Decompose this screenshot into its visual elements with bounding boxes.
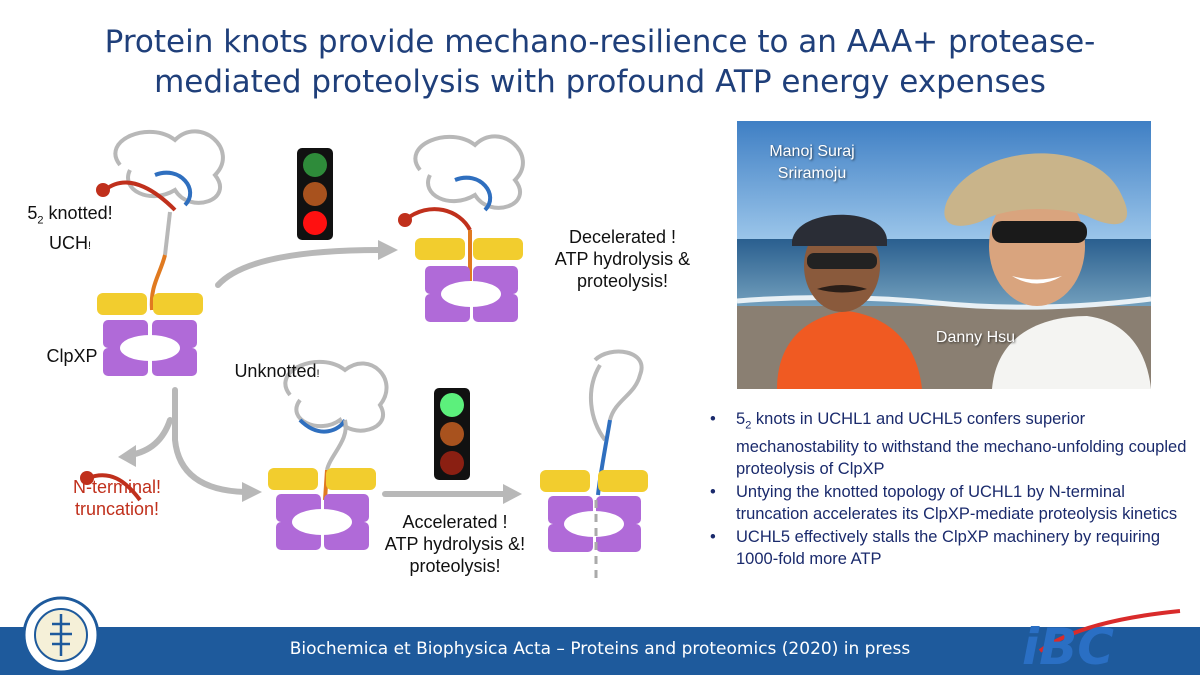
- complex-accelerated: [540, 349, 648, 580]
- clpxp-label: ClpXP: [46, 346, 98, 366]
- traffic-light-red: [297, 148, 333, 240]
- ibc-logo: iBC: [1020, 606, 1190, 675]
- bullet-item-2: Untying the knotted topology of UCHL1 by…: [708, 481, 1188, 525]
- footer-bar: Biochemica et Biophysica Acta – Proteins…: [0, 627, 1200, 675]
- truncation-label: N-terminal!truncation!: [72, 477, 161, 519]
- bullet-item-1: 52 knots in UCHL1 and UCHL5 confers supe…: [708, 408, 1188, 480]
- traffic-light-green: [434, 388, 470, 480]
- mechanism-diagram: 52 knotted! UCH! ClpXP Unknotted! N-term…: [0, 110, 720, 610]
- arrowhead-4: [503, 484, 522, 504]
- truncated-fragment: [80, 471, 142, 502]
- arrowhead-1: [378, 240, 398, 260]
- arrow-to-unknotted: [172, 387, 248, 495]
- complex-unknotted: [268, 359, 389, 550]
- arrows: [127, 247, 508, 497]
- complex-knotted: [96, 129, 225, 376]
- svg-text:iBC: iBC: [1022, 618, 1114, 672]
- unknotted-label: Unknotted!: [234, 361, 320, 381]
- arrowhead-3: [118, 445, 136, 467]
- arrowhead-2: [242, 482, 262, 502]
- findings-list: 52 knots in UCHL1 and UCHL5 confers supe…: [708, 408, 1188, 571]
- bullet-item-3: UCHL5 effectively stalls the ClpXP machi…: [708, 526, 1188, 570]
- title-line-1: Protein knots provide mechano-resilience…: [104, 24, 1096, 60]
- citation-text: Biochemica et Biophysica Acta – Proteins…: [289, 639, 911, 659]
- complex-decelerated: [398, 134, 525, 322]
- knotted-label: 52 knotted! UCH!: [27, 203, 113, 253]
- slide-title: Protein knots provide mechano-resilience…: [100, 22, 1100, 102]
- person2-name: Danny Hsu: [935, 329, 1016, 346]
- title-line-2: mediated proteolysis with profound ATP e…: [154, 64, 1046, 100]
- accelerated-label: Accelerated ! ATP hydrolysis &! proteoly…: [384, 512, 526, 576]
- decelerated-label: Decelerated ! ATP hydrolysis & proteolys…: [554, 227, 691, 291]
- arrow-to-decelerated: [215, 247, 383, 288]
- academia-sinica-seal-logo: [22, 596, 100, 674]
- photo-illustration: [737, 121, 1151, 389]
- diagram-graphics: [80, 129, 648, 580]
